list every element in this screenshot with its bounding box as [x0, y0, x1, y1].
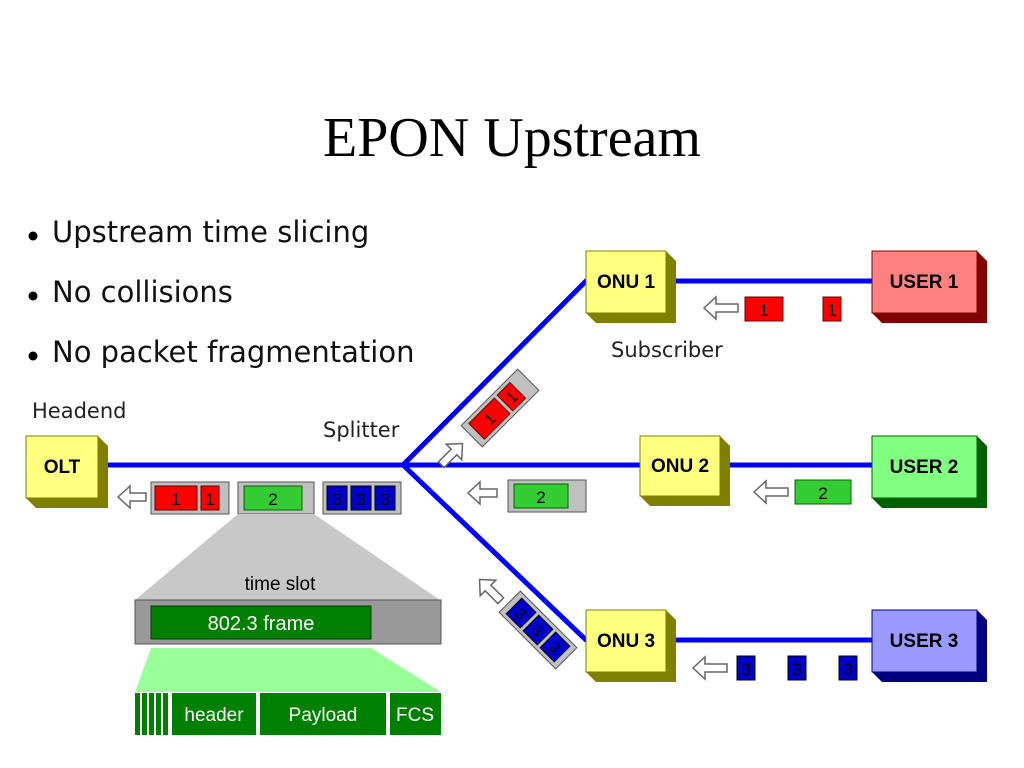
headend-label: Headend: [32, 399, 126, 423]
onu3-box: ONU 3: [585, 609, 676, 682]
arrow-diagonal-icon: [478, 578, 505, 605]
olt-packet-group-3: 3 3 3: [322, 481, 402, 515]
olt-label: OLT: [44, 457, 81, 478]
splitter-label: Splitter: [323, 418, 400, 442]
time-slot-bar: 802.3 frame: [134, 599, 442, 645]
branch3-packet: 3 3 3: [498, 590, 578, 670]
onu3-label: ONU 3: [597, 631, 655, 652]
user2-box: USER 2: [871, 435, 987, 508]
arrow-left-icon: [702, 295, 739, 321]
user1-label: USER 1: [890, 272, 959, 293]
packet-label: 3: [332, 490, 341, 509]
packet-label: 3: [843, 660, 852, 679]
packet-label: 3: [356, 490, 365, 509]
branch1-packet: 1 1: [460, 368, 540, 448]
branch-fiber-onu3: [400, 462, 589, 643]
onu1-box: ONU 1: [585, 250, 676, 323]
arrow-left-icon: [466, 480, 498, 506]
user2-packets: 2: [794, 479, 852, 505]
user1-box: USER 1: [871, 250, 987, 323]
packet-label: 3: [792, 660, 801, 679]
packet-label: 2: [818, 484, 827, 503]
page-title: EPON Upstream: [323, 107, 701, 169]
bullet-dot: [28, 351, 38, 361]
user3-box: USER 3: [871, 609, 987, 682]
packet-label: 2: [268, 490, 277, 509]
olt-packet-group-1: 1 1: [150, 481, 230, 515]
user3-packets: 3 3 3: [736, 655, 858, 681]
frame-structure: header Payload FCS: [135, 693, 441, 735]
arrow-left-icon: [116, 484, 147, 510]
subscriber-label: Subscriber: [611, 338, 723, 362]
packet-label: 1: [827, 301, 836, 320]
frame-projection: [135, 648, 441, 692]
onu2-box: ONU 2: [639, 435, 730, 506]
frame-payload-label: Payload: [289, 705, 358, 726]
user2-label: USER 2: [890, 457, 959, 478]
packet-label: 1: [171, 490, 180, 509]
olt-packet-group-2: 2: [237, 481, 315, 515]
branch2-packet: 2: [507, 479, 587, 513]
user3-label: USER 3: [890, 631, 959, 652]
bullet-dot: [28, 291, 38, 301]
frame-label: 802.3 frame: [208, 613, 315, 635]
user1-packets: 1 1: [744, 296, 842, 322]
onu2-label: ONU 2: [651, 456, 709, 477]
time-slot-label: time slot: [245, 574, 316, 595]
bullet-item: No packet fragmentation: [52, 335, 414, 369]
onu1-label: ONU 1: [597, 272, 656, 293]
frame-header-label: header: [184, 705, 244, 726]
packet-label: 3: [380, 490, 389, 509]
arrow-left-icon: [691, 655, 728, 681]
packet-label: 1: [205, 490, 214, 509]
packet-label: 3: [741, 660, 750, 679]
bullet-dot: [28, 231, 38, 241]
upstream-arrows: [116, 295, 789, 681]
packet-label: 1: [759, 301, 768, 320]
zoom-projection: [135, 514, 440, 600]
bullet-item: Upstream time slicing: [52, 215, 369, 249]
olt-box: OLT: [25, 435, 108, 508]
arrow-diagonal-icon: [437, 442, 464, 469]
branch-fiber-onu1: [400, 278, 589, 468]
frame-fcs-label: FCS: [396, 705, 434, 726]
bullet-list: Upstream time slicing No collisions No p…: [28, 215, 414, 369]
arrow-left-icon: [752, 479, 789, 505]
packet-label: 2: [536, 488, 545, 507]
bullet-item: No collisions: [52, 275, 233, 309]
